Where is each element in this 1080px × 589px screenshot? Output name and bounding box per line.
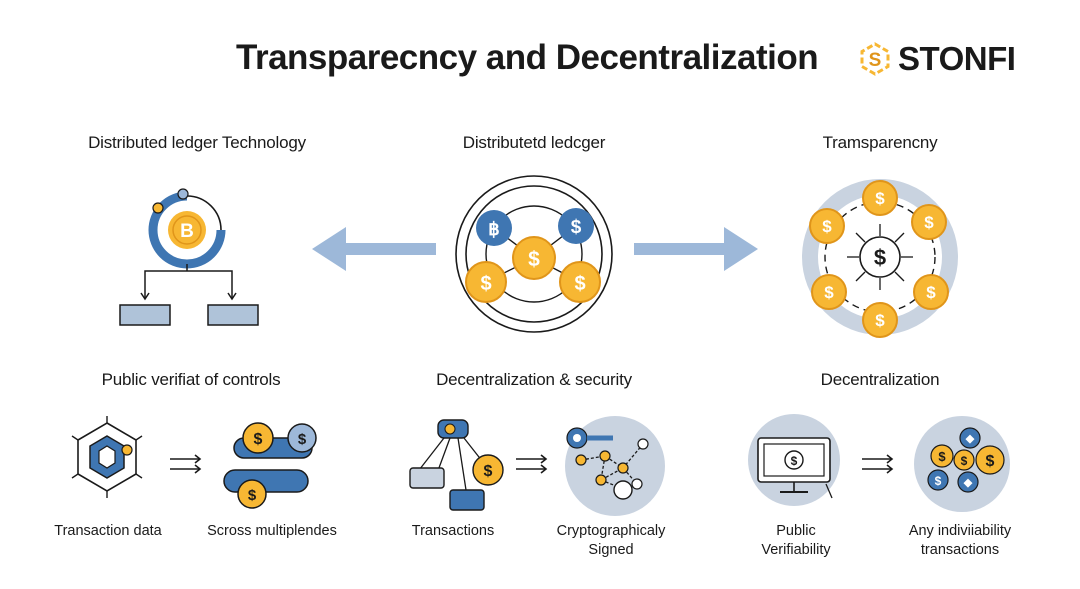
svg-text:$: $ [248,487,257,504]
svg-text:◆: ◆ [965,433,975,445]
label-decentralization: Decentralization [820,370,940,389]
arrow-left-icon [312,227,436,271]
double-arrow-icon [170,454,202,474]
caption-scross-multiplendes: Scross multiplendes [207,523,337,539]
coin-cluster-icon: ◆ $ $ $ $ ◆ [914,416,1010,512]
transaction-flow-icon: $ [409,419,504,511]
label-ledger-tech: Distributed ledger Technology [88,133,306,152]
double-arrow-icon [516,454,548,474]
svg-text:$: $ [875,311,885,330]
ston-logo-icon: S [860,42,890,76]
coin-stack-icon: $ $ $ [223,422,317,509]
svg-text:$: $ [935,474,942,488]
svg-text:$: $ [791,454,798,468]
svg-text:$: $ [574,273,585,295]
svg-text:$: $ [528,248,540,271]
label-transparency: Tramsparencny [822,133,938,152]
label-ledger: Distributetd ledcger [462,133,606,152]
svg-text:$: $ [961,454,968,468]
svg-text:$: $ [484,463,493,480]
svg-text:$: $ [938,449,946,464]
svg-text:$: $ [926,283,936,302]
svg-text:$: $ [874,245,886,270]
page-title: Transparecncy and Decentralization [236,38,819,77]
svg-text:$: $ [298,431,307,448]
svg-text:$: $ [822,217,832,236]
brand-name: STONFI [898,40,1016,77]
svg-text:◆: ◆ [963,477,973,489]
svg-text:B: B [180,221,194,242]
caption-cryptographicaly-signed: Cryptographicaly Signed [556,523,666,558]
arrow-right-icon [634,227,758,271]
key-network-icon [565,416,665,516]
svg-text:$: $ [875,189,885,208]
caption-transaction-data: Transaction data [54,523,162,539]
hexagon-network-icon [71,416,143,498]
coin-network-icon: ฿ $ $ $ $ [455,175,613,333]
svg-text:S: S [869,50,882,71]
bitcoin-ledger-icon: B [119,188,259,326]
coin-ring-icon: $ $ $ $ $ $ $ [802,179,958,338]
brand: S STONFI [858,40,1016,78]
monitor-coin-icon: $ [748,414,840,506]
caption-any-indiviiability: Any indiviiability transactions [908,523,1012,558]
svg-text:฿: ฿ [488,219,499,239]
label-public-verif: Public verifiat of controls [101,370,281,389]
svg-text:$: $ [824,283,834,302]
svg-text:$: $ [254,431,263,448]
double-arrow-icon [862,454,894,474]
caption-public-verifiability: Public Verifiability [761,523,831,558]
svg-text:$: $ [924,213,934,232]
svg-text:$: $ [480,273,491,295]
svg-text:$: $ [571,217,582,238]
label-decentral-security: Decentralization & security [436,370,632,389]
caption-transactions: Transactions [411,523,495,539]
svg-text:$: $ [986,453,995,470]
